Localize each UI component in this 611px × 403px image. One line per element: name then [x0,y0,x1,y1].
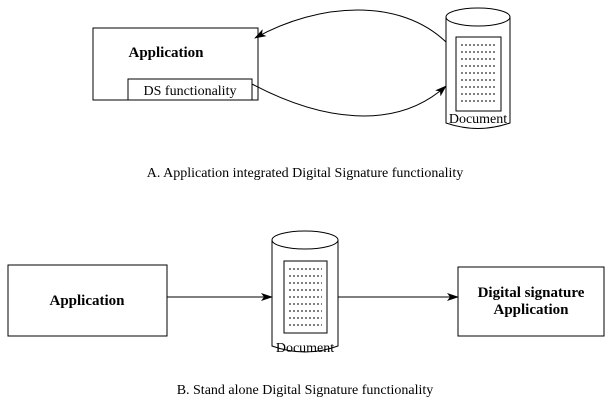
document-page-icon-a [455,36,502,112]
document-cylinder-a: Document [445,7,511,129]
application-box-b [7,264,168,337]
document-label-a: Document [449,112,507,127]
panel-a: Application DS functionality Document [92,7,511,181]
panel-b: Application Document Digital signature A… [7,230,605,398]
ds-application-label-line1: Digital signature [478,285,585,301]
arrow-ds-to-document [251,83,447,117]
document-cylinder-b: Document [271,230,339,356]
arrow-document-to-application [254,9,447,43]
document-label-b: Document [276,341,334,356]
application-label-b: Application [49,293,125,309]
ds-application-box [457,266,605,337]
ds-functionality-box [127,78,253,101]
application-label-a: Application [128,45,204,61]
document-lines-a [461,44,496,102]
ds-application-label-line2: Application [493,302,569,318]
caption-b: B. Stand alone Digital Signature functio… [177,383,434,398]
caption-a: A. Application integrated Digital Signat… [147,166,463,181]
document-lines-b [289,268,322,326]
ds-functionality-label: DS functionality [144,84,237,99]
